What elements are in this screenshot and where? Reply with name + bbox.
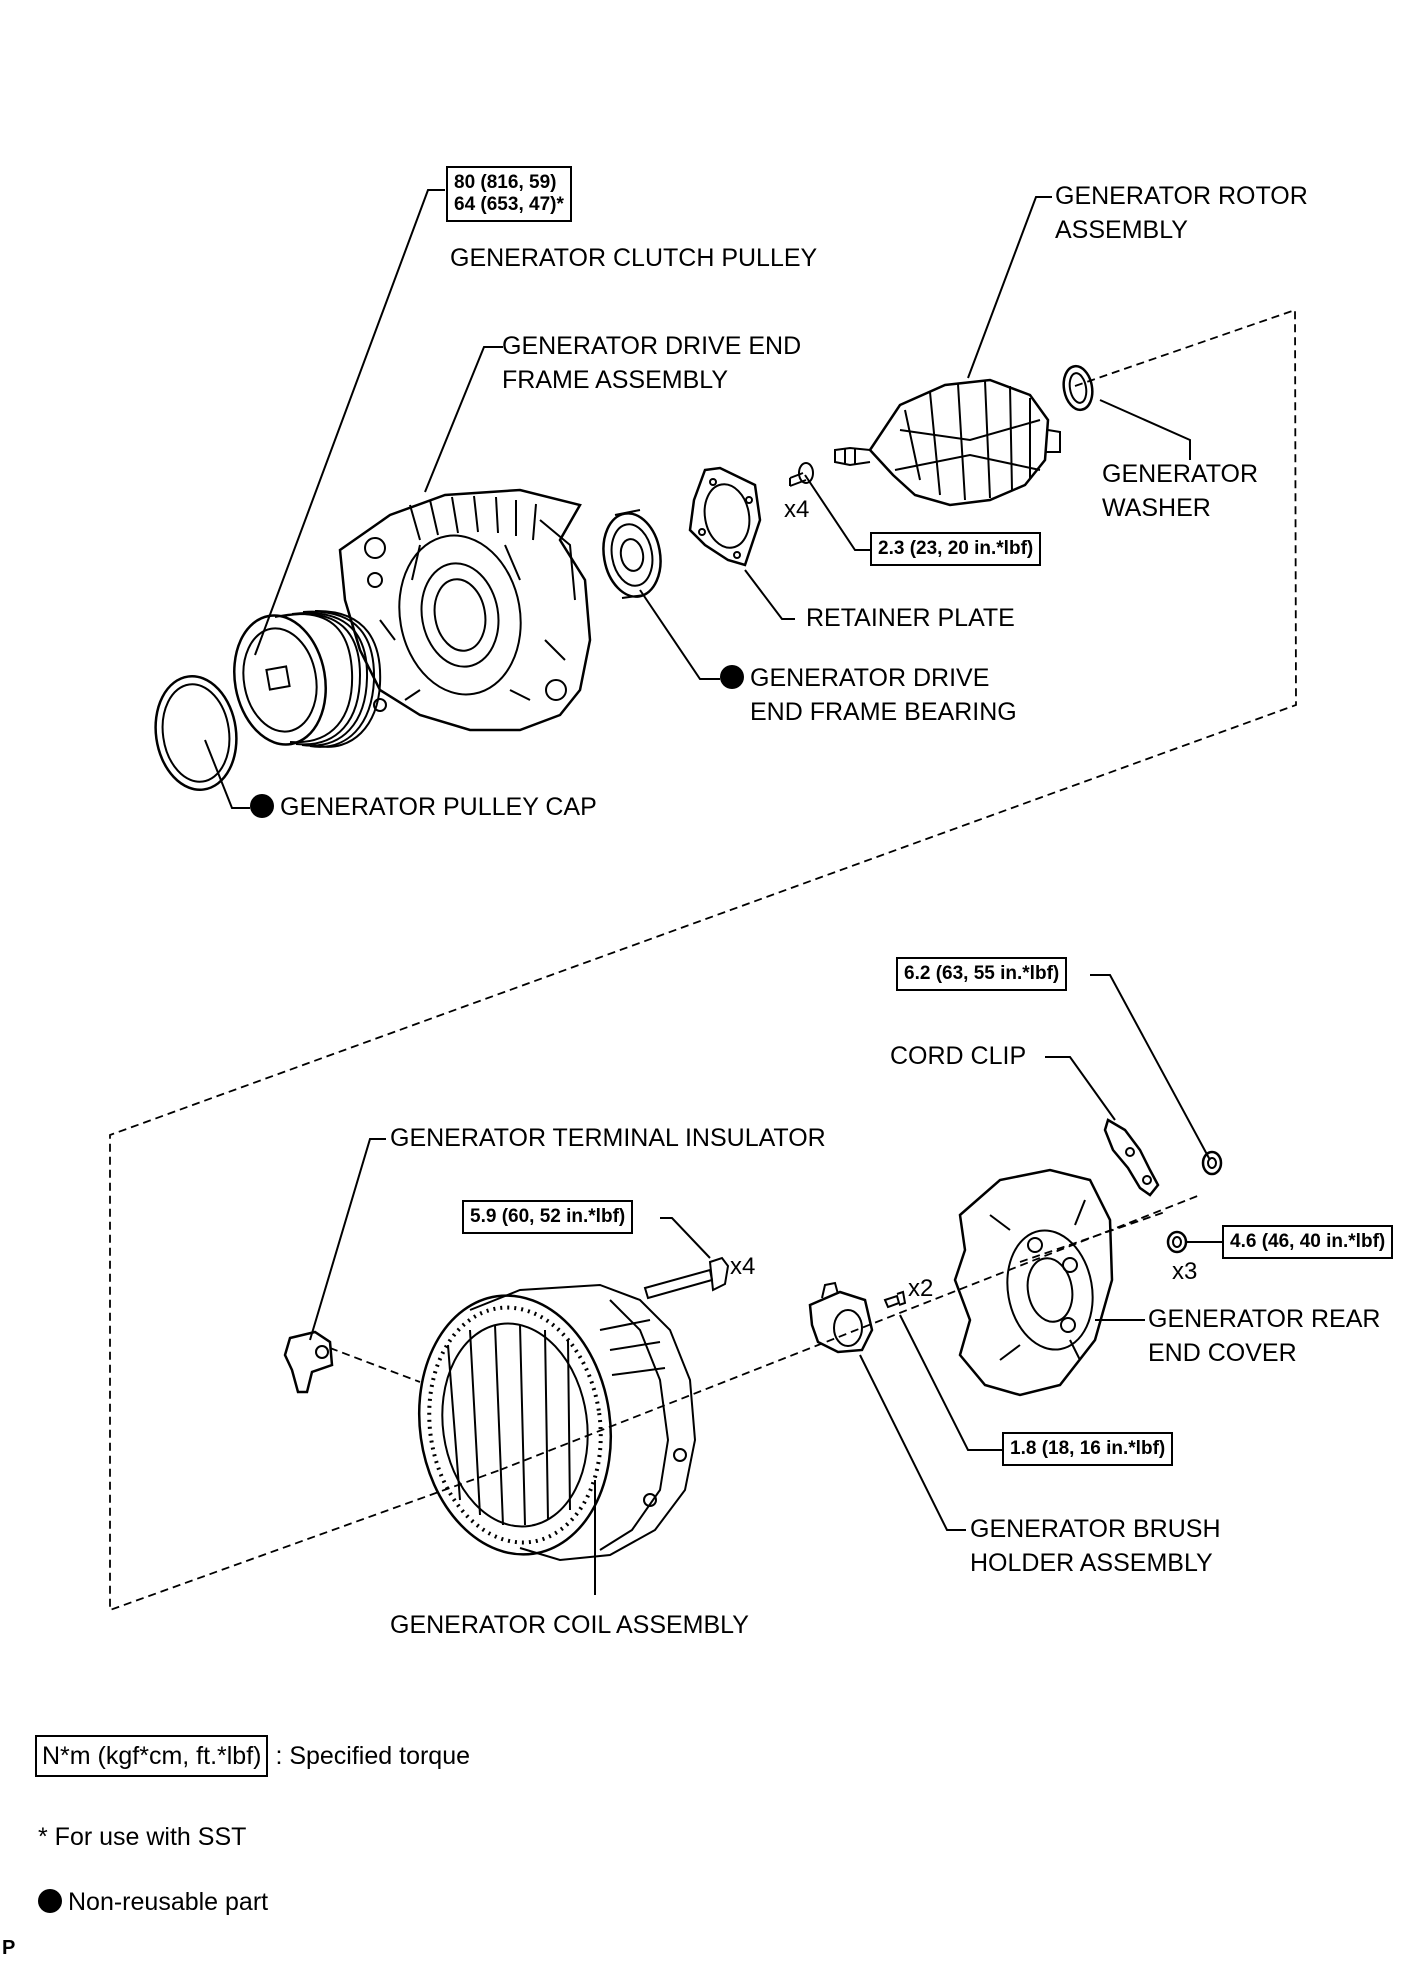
leader-clip-nut xyxy=(1090,974,1211,1161)
retainer-bolt-part xyxy=(789,462,814,487)
assembly-guide-dashed-3 xyxy=(1019,1211,1166,1263)
count-rear-nut: x3 xyxy=(1172,1258,1198,1285)
rear-end-cover-part xyxy=(953,1168,1114,1397)
pulley-cap-part xyxy=(154,675,238,791)
label-rear-cover-line-1: GENERATOR REAR xyxy=(1148,1305,1381,1333)
non-reusable-dot-icon xyxy=(38,1889,62,1913)
washer-part xyxy=(1062,364,1094,412)
drive-end-frame-part xyxy=(338,488,592,732)
label-cord-clip: CORD CLIP xyxy=(890,1042,1027,1070)
count-coil-bolt: x4 xyxy=(730,1253,756,1280)
legend-torque: N*m (kgf*cm, ft.*lbf) : Specified torque xyxy=(35,1735,470,1777)
leader-pulley-cap xyxy=(204,739,250,809)
leader-rotor xyxy=(967,196,1052,379)
assembly-guide-dashed xyxy=(109,308,1297,1612)
legend-torque-desc: : Specified torque xyxy=(275,1742,471,1770)
clip-nut-part xyxy=(1201,1150,1223,1176)
leader-cord-clip xyxy=(1045,1056,1116,1121)
torque-retainer-bolt: 2.3 (23, 20 in.*lbf) xyxy=(870,532,1042,566)
leader-retainer-bolt xyxy=(804,474,870,551)
label-rotor-line-1: GENERATOR ROTOR xyxy=(1055,182,1308,210)
leader-clutch-pulley xyxy=(254,189,445,656)
label-drive-end-frame-line-1: GENERATOR DRIVE END xyxy=(502,332,802,360)
label-retainer-plate: RETAINER PLATE xyxy=(806,604,1015,632)
leader-drive-end-frame xyxy=(424,346,503,493)
leader-bearing xyxy=(639,589,720,680)
label-bearing-text-1: GENERATOR DRIVE xyxy=(750,664,990,692)
retainer-plate-part xyxy=(688,466,762,567)
leader-brush-holder xyxy=(859,1354,966,1531)
label-drive-end-frame-line-2: FRAME ASSEMBLY xyxy=(502,366,728,394)
count-retainer-bolt: x4 xyxy=(784,496,810,523)
label-washer-line-2: WASHER xyxy=(1102,494,1211,522)
label-bearing-line-2: END FRAME BEARING xyxy=(750,698,1017,726)
assembly-guide-dashed-4 xyxy=(329,1347,421,1383)
label-brush-holder-line-2: HOLDER ASSEMBLY xyxy=(970,1549,1213,1577)
brush-holder-part xyxy=(808,1281,874,1354)
torque-pulley-line-2: 64 (653, 47)* xyxy=(454,194,564,215)
legend-non-reusable-text: Non-reusable part xyxy=(68,1888,269,1916)
cord-clip-part xyxy=(1103,1118,1160,1197)
count-brush-screw: x2 xyxy=(908,1275,934,1302)
corner-mark: P xyxy=(2,1937,16,1959)
label-coil-assembly: GENERATOR COIL ASSEMBLY xyxy=(390,1611,749,1639)
torque-pulley-line-1: 80 (816, 59) xyxy=(454,172,557,193)
brush-screw-part xyxy=(883,1290,907,1309)
leader-retainer-plate xyxy=(744,569,795,620)
legend-sst-note: * For use with SST xyxy=(38,1823,247,1851)
label-bearing-line-1: GENERATOR DRIVE xyxy=(720,661,989,695)
leader-washer xyxy=(1099,399,1191,460)
legend-torque-unit-box: N*m (kgf*cm, ft.*lbf) xyxy=(35,1735,269,1777)
coil-bolt-part xyxy=(643,1256,730,1300)
rotor-part xyxy=(834,378,1061,507)
label-pulley-cap: GENERATOR PULLEY CAP xyxy=(250,790,597,824)
torque-clip-nut: 6.2 (63, 55 in.*lbf) xyxy=(896,957,1068,991)
label-terminal-insulator: GENERATOR TERMINAL INSULATOR xyxy=(390,1124,826,1152)
coil-assembly-part xyxy=(417,1283,697,1562)
rear-nut-part xyxy=(1166,1230,1188,1254)
legend-non-reusable: Non-reusable part xyxy=(38,1885,268,1919)
label-pulley-cap-text: GENERATOR PULLEY CAP xyxy=(280,793,597,821)
torque-brush-screw: 1.8 (18, 16 in.*lbf) xyxy=(1002,1432,1174,1466)
label-rear-cover-line-2: END COVER xyxy=(1148,1339,1297,1367)
terminal-insulator-part xyxy=(283,1330,334,1394)
clutch-pulley-part xyxy=(233,609,382,748)
bearing-part xyxy=(602,509,662,599)
torque-coil-bolt: 5.9 (60, 52 in.*lbf) xyxy=(462,1200,634,1234)
leader-coil-bolt xyxy=(660,1217,711,1259)
torque-pulley: 80 (816, 59) 64 (653, 47)* xyxy=(446,166,572,222)
torque-rear-nut: 4.6 (46, 40 in.*lbf) xyxy=(1222,1225,1394,1259)
non-reusable-dot-icon xyxy=(250,794,274,818)
non-reusable-dot-icon xyxy=(720,665,744,689)
label-washer-line-1: GENERATOR xyxy=(1102,460,1259,488)
label-rotor-line-2: ASSEMBLY xyxy=(1055,216,1188,244)
label-brush-holder-line-1: GENERATOR BRUSH xyxy=(970,1515,1221,1543)
label-clutch-pulley: GENERATOR CLUTCH PULLEY xyxy=(450,244,818,272)
leader-brush-screw xyxy=(899,1314,1002,1451)
leader-terminal-insulator xyxy=(309,1138,386,1341)
